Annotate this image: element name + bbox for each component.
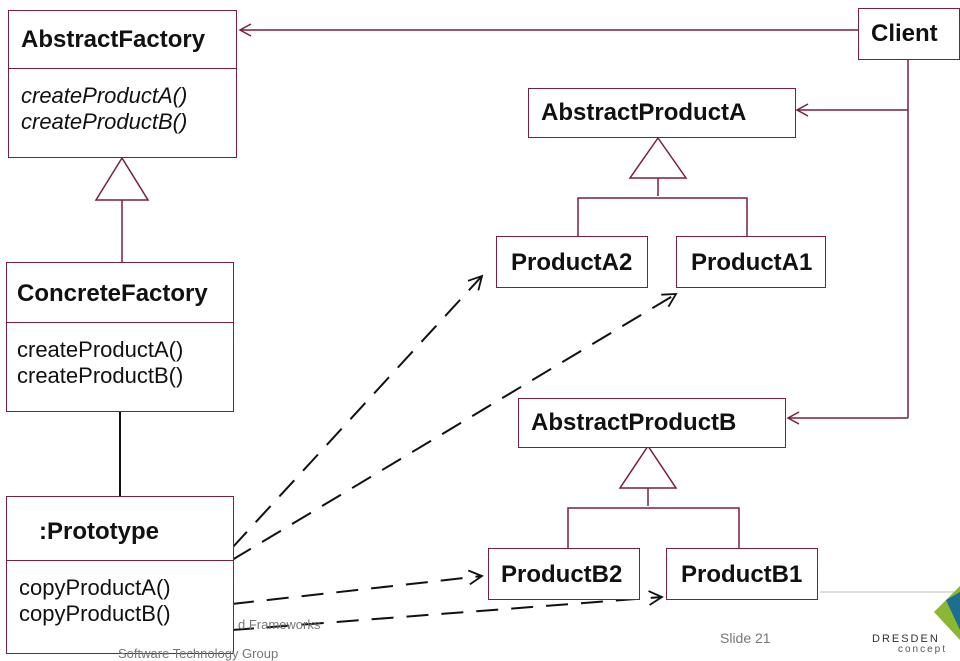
prototype-op-copyproducta: copyProductA() bbox=[19, 575, 171, 600]
abstractfactory-op-createproducta: createProductA() bbox=[21, 83, 188, 108]
concretefactory-operations: createProductA() createProductB() bbox=[6, 322, 234, 412]
abstractfactory-class-name: AbstractFactory bbox=[21, 26, 206, 53]
abstractproductb-class: AbstractProductB bbox=[518, 398, 786, 448]
producta-inheritance-branch bbox=[577, 197, 748, 236]
prototype-op-copyproductb: copyProductB() bbox=[19, 601, 171, 626]
logo-text-dresden: DRESDEN bbox=[872, 633, 940, 645]
abstractproductb-inheritance-triangle bbox=[618, 444, 678, 489]
productb2-class-name: ProductB2 bbox=[501, 561, 623, 588]
producta1-class: ProductA1 bbox=[676, 236, 826, 288]
client-class-name: Client bbox=[871, 20, 938, 47]
abstractproducta-inheritance-triangle bbox=[628, 136, 688, 179]
logo-text-concept: concept bbox=[898, 644, 948, 655]
productb2-class: ProductB2 bbox=[488, 548, 640, 600]
copyproducta-to-producta2-dependency bbox=[231, 274, 484, 549]
abstractfactory-inheritance-triangle bbox=[94, 156, 150, 201]
abstractfactory-operations: createProductA() createProductB() bbox=[8, 68, 237, 158]
prototype-object-name: :Prototype bbox=[39, 518, 159, 545]
abstractproductb-class-name: AbstractProductB bbox=[531, 409, 737, 436]
prototype-operations: copyProductA() copyProductB() bbox=[6, 560, 234, 654]
productb-inheritance-branch bbox=[567, 507, 740, 548]
abstractproducta-class-name: AbstractProductA bbox=[541, 99, 747, 126]
concretefactory-class-header: ConcreteFactory bbox=[6, 262, 234, 324]
copyproductb-to-productb2-dependency bbox=[231, 569, 484, 605]
abstractproducta-class: AbstractProductA bbox=[528, 88, 796, 138]
concretefactory-class-name: ConcreteFactory bbox=[17, 280, 208, 307]
productb1-class: ProductB1 bbox=[666, 548, 818, 600]
producta1-class-name: ProductA1 bbox=[691, 249, 813, 276]
prototype-object-header: :Prototype bbox=[6, 496, 234, 562]
abstractfactory-op-createproductb: createProductB() bbox=[21, 109, 188, 134]
client-class: Client bbox=[858, 8, 960, 60]
dresden-concept-logo-icon bbox=[934, 586, 960, 640]
producta2-class-name: ProductA2 bbox=[511, 249, 633, 276]
concretefactory-op-createproductb: createProductB() bbox=[17, 363, 184, 388]
footer-course-text: d Frameworks bbox=[238, 617, 321, 632]
copyproductb-to-productb1-dependency bbox=[231, 590, 664, 631]
concretefactory-op-createproducta: createProductA() bbox=[17, 337, 184, 362]
abstractfactory-class-header: AbstractFactory bbox=[8, 10, 237, 70]
productb1-class-name: ProductB1 bbox=[681, 561, 803, 588]
producta2-class: ProductA2 bbox=[496, 236, 648, 288]
copyproducta-to-producta1-dependency bbox=[231, 293, 678, 561]
slide-number: Slide 21 bbox=[720, 630, 771, 646]
